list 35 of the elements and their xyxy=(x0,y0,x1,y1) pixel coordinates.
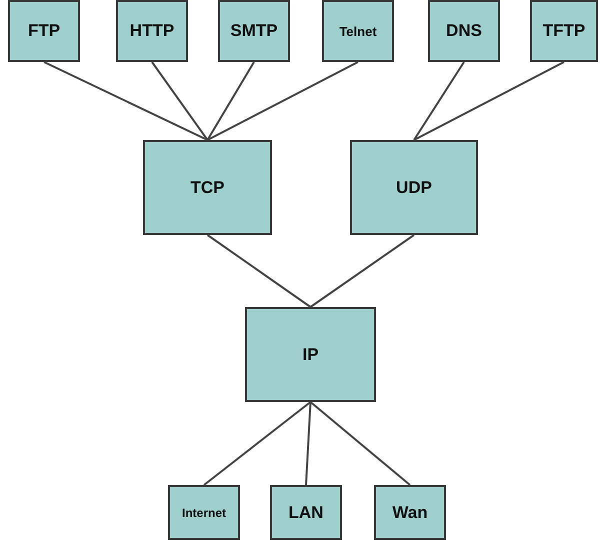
protocol-box xyxy=(428,0,500,62)
protocol-label: HTTP xyxy=(130,21,174,41)
connector-line xyxy=(310,234,415,308)
connector-line xyxy=(151,61,208,141)
protocol-box xyxy=(374,485,446,540)
protocol-label: Internet xyxy=(182,506,226,520)
connector-line xyxy=(206,234,312,308)
protocol-label: SMTP xyxy=(230,21,278,41)
protocol-box xyxy=(245,307,376,402)
connector-line xyxy=(414,61,564,141)
connector-line xyxy=(207,61,358,141)
protocol-box xyxy=(350,140,478,235)
connector-line xyxy=(413,61,465,141)
protocol-label: UDP xyxy=(396,178,432,198)
connector-line xyxy=(305,402,312,486)
protocol-label: LAN xyxy=(288,502,324,522)
protocol-box xyxy=(168,485,240,540)
protocol-box xyxy=(8,0,80,62)
protocol-label: IP xyxy=(302,344,319,364)
protocol-box xyxy=(530,0,598,62)
connector-line xyxy=(44,61,208,141)
protocol-box xyxy=(322,0,394,62)
protocol-box xyxy=(143,140,272,235)
protocol-label: TFTP xyxy=(542,21,586,41)
connector-line xyxy=(310,401,411,486)
connector-line xyxy=(203,401,312,486)
protocol-box xyxy=(116,0,188,62)
protocol-label: TCP xyxy=(190,178,224,198)
protocol-label: FTP xyxy=(28,21,60,41)
connector-line xyxy=(206,61,255,141)
protocol-label: Telnet xyxy=(339,24,377,38)
protocol-label: DNS xyxy=(446,21,482,41)
protocol-label: Wan xyxy=(392,502,428,522)
protocol-box xyxy=(270,485,342,540)
protocol-box xyxy=(218,0,290,62)
